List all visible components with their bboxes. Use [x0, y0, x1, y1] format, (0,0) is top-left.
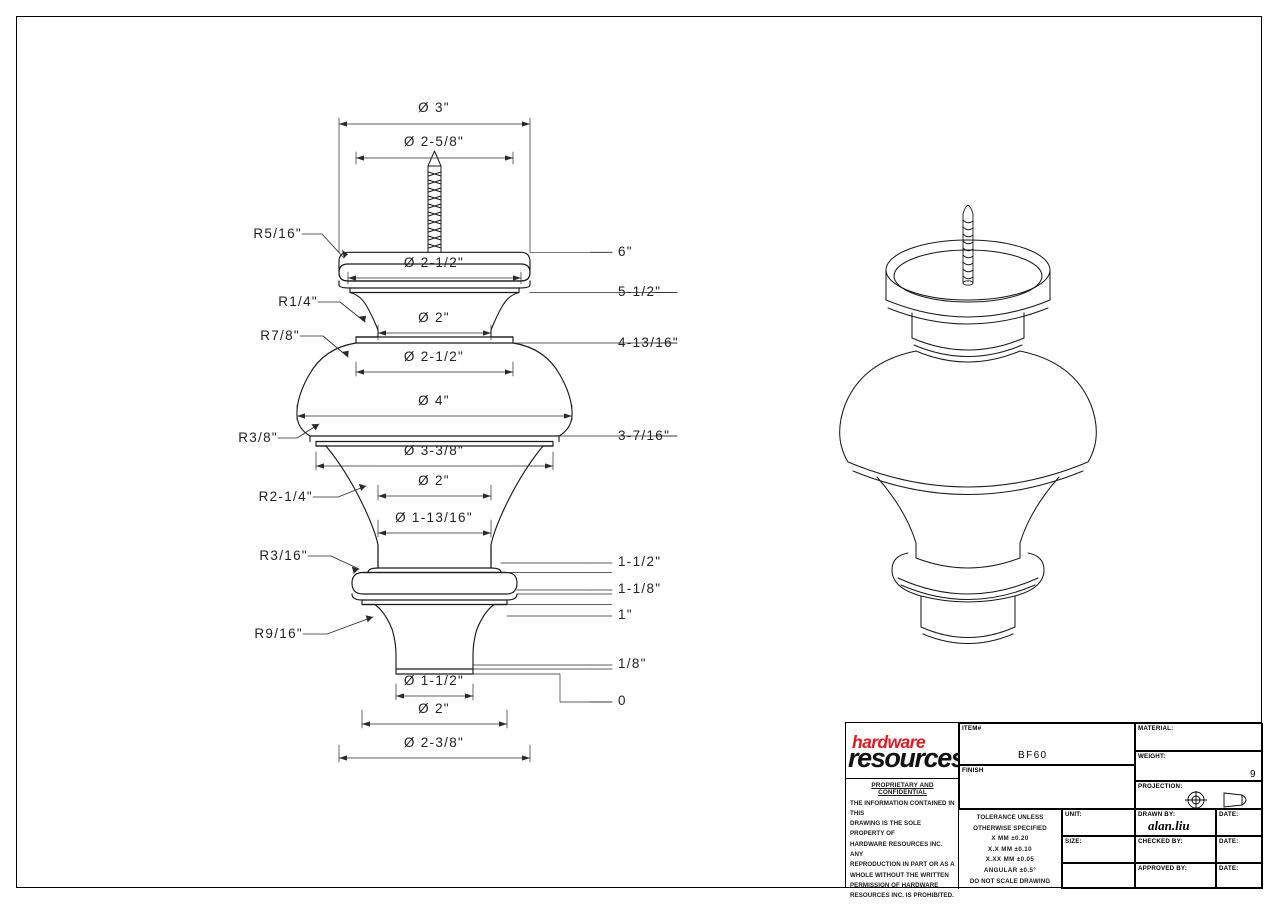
dim-r-5-16: R5/16" — [253, 226, 302, 241]
checked-date-label: DATE: — [1219, 838, 1239, 845]
tolerance-block: TOLERANCE UNLESS OTHERWISE SPECIFIED X M… — [959, 809, 1062, 889]
dim-d-1-1-2: Ø 1-1/2" — [403, 673, 465, 688]
tolerance-row-1: X MM ±0.20 — [991, 835, 1029, 843]
isometric-view — [839, 205, 1097, 645]
approved-date-field[interactable]: DATE: — [1216, 863, 1263, 889]
material-label: MATERIAL: — [1138, 725, 1174, 732]
dim-d-2-1-2-b: Ø 2-1/2" — [403, 349, 465, 364]
dim-r-9-16: R9/16" — [254, 626, 303, 641]
dim-d-3-3-8: Ø 3-3/8" — [403, 443, 465, 458]
drawn-date-field[interactable]: DATE: — [1216, 809, 1263, 836]
dim-d-3: Ø 3" — [418, 100, 450, 115]
proprietary-notice: PROPRIETARY AND CONFIDENTIAL THE INFORMA… — [846, 779, 959, 899]
dim-r-2-1-4: R2-1/4" — [258, 489, 313, 504]
unit-size-blank-field[interactable] — [1062, 863, 1135, 889]
dim-h-3-7-16: 3-7/16" — [618, 428, 671, 443]
tolerance-heading-2: OTHERWISE SPECIFIED — [973, 824, 1047, 832]
dim-d-2-3-8: Ø 2-3/8" — [403, 735, 465, 750]
sheet-border — [16, 16, 1262, 888]
size-label: SIZE: — [1065, 838, 1082, 845]
checked-date-field[interactable]: DATE: — [1216, 836, 1263, 863]
dim-h-6: 6" — [618, 244, 633, 259]
dim-h-5-1-2: 5-1/2" — [618, 284, 662, 299]
finish-field[interactable]: FINISH — [959, 765, 1135, 809]
unit-label: UNIT: — [1065, 811, 1082, 818]
proprietary-line-2: DRAWING IS THE SOLE PROPERTY OF — [850, 820, 922, 838]
proprietary-line-3: HARDWARE RESOURCES INC. ANY — [850, 840, 943, 858]
title-block: hardware resources PROPRIETARY AND CONFI… — [845, 722, 1263, 899]
item-number-field[interactable]: ITEM# BF60 — [959, 723, 1135, 765]
tolerance-heading-1: TOLERANCE UNLESS — [976, 814, 1044, 821]
weight-value: 9 — [1250, 769, 1257, 780]
item-number-value: BF60 — [1018, 750, 1048, 761]
drawn-by-label: DRAWN BY: — [1138, 811, 1176, 818]
logo-word-resources: resources — [848, 743, 959, 773]
proprietary-line-6: PERMISSION OF HARDWARE — [850, 881, 939, 889]
proprietary-line-1: THE INFORMATION CONTAINED IN THIS — [850, 799, 955, 817]
approved-by-field[interactable]: APPROVED BY: — [1135, 863, 1216, 889]
checked-by-label: CHECKED BY: — [1138, 838, 1183, 845]
finish-label: FINISH — [962, 767, 984, 774]
dim-h-4-13-16: 4-13/16" — [618, 335, 679, 350]
size-field[interactable]: SIZE: — [1062, 836, 1135, 863]
tolerance-row-2: X.X MM ±0.10 — [988, 845, 1032, 853]
weight-label: WEIGHT: — [1138, 753, 1166, 760]
material-field[interactable]: MATERIAL: — [1135, 723, 1263, 751]
dim-d-2-5-8: Ø 2-5/8" — [403, 134, 465, 149]
proprietary-heading: PROPRIETARY AND CONFIDENTIAL — [871, 782, 934, 796]
company-logo: hardware resources — [846, 723, 959, 779]
first-angle-projection-icon — [1185, 791, 1247, 809]
dim-r-3-16: R3/16" — [259, 548, 308, 563]
front-view-profile — [296, 150, 573, 675]
weight-field[interactable]: WEIGHT: 9 — [1135, 751, 1263, 781]
tolerance-row-4: ANGULAR ±0.5° — [983, 866, 1037, 874]
dim-d-2-c: Ø 2" — [418, 701, 450, 716]
proprietary-line-4: REPRODUCTION IN PART OR AS A — [850, 861, 955, 869]
dim-d-1-13-16: Ø 1-13/16" — [395, 510, 473, 525]
drawn-by-field[interactable]: DRAWN BY: alan.liu — [1135, 809, 1216, 836]
dim-r-3-8: R3/8" — [238, 430, 278, 445]
dim-h-1-1-8: 1-1/8" — [618, 581, 662, 596]
dim-h-1: 1" — [618, 607, 633, 622]
dim-d-2-b: Ø 2" — [418, 473, 450, 488]
drawn-date-label: DATE: — [1219, 811, 1239, 818]
proprietary-line-5: WHOLE WITHOUT THE WRITTEN — [850, 871, 949, 879]
dim-h-1-1-2: 1-1/2" — [618, 554, 662, 569]
dim-r-1-4: R1/4" — [278, 294, 318, 309]
dim-r-7-8: R7/8" — [260, 328, 300, 343]
projection-label: PROJECTION: — [1138, 783, 1183, 790]
approved-by-label: APPROVED BY: — [1138, 865, 1188, 872]
dim-d-2-1-2-a: Ø 2-1/2" — [403, 255, 465, 270]
proprietary-line-7: RESOURCES INC. IS PROHIBITED. — [850, 892, 954, 900]
dim-h-1-8: 1/8" — [618, 656, 647, 671]
dim-d-4: Ø 4" — [418, 393, 450, 408]
dim-h-0: 0 — [618, 693, 627, 708]
do-not-scale-note: DO NOT SCALE DRAWING — [969, 877, 1051, 885]
unit-field[interactable]: UNIT: — [1062, 809, 1135, 836]
drawn-by-signature: alan.liu — [1148, 818, 1190, 833]
projection-field: PROJECTION: — [1135, 781, 1263, 809]
item-number-label: ITEM# — [962, 725, 982, 732]
checked-by-field[interactable]: CHECKED BY: — [1135, 836, 1216, 863]
tolerance-row-3: X.XX MM ±0.05 — [985, 856, 1035, 864]
logo-word-hardware: hardware — [852, 732, 926, 752]
dim-d-2-a: Ø 2" — [418, 310, 450, 325]
approved-date-label: DATE: — [1219, 865, 1239, 872]
